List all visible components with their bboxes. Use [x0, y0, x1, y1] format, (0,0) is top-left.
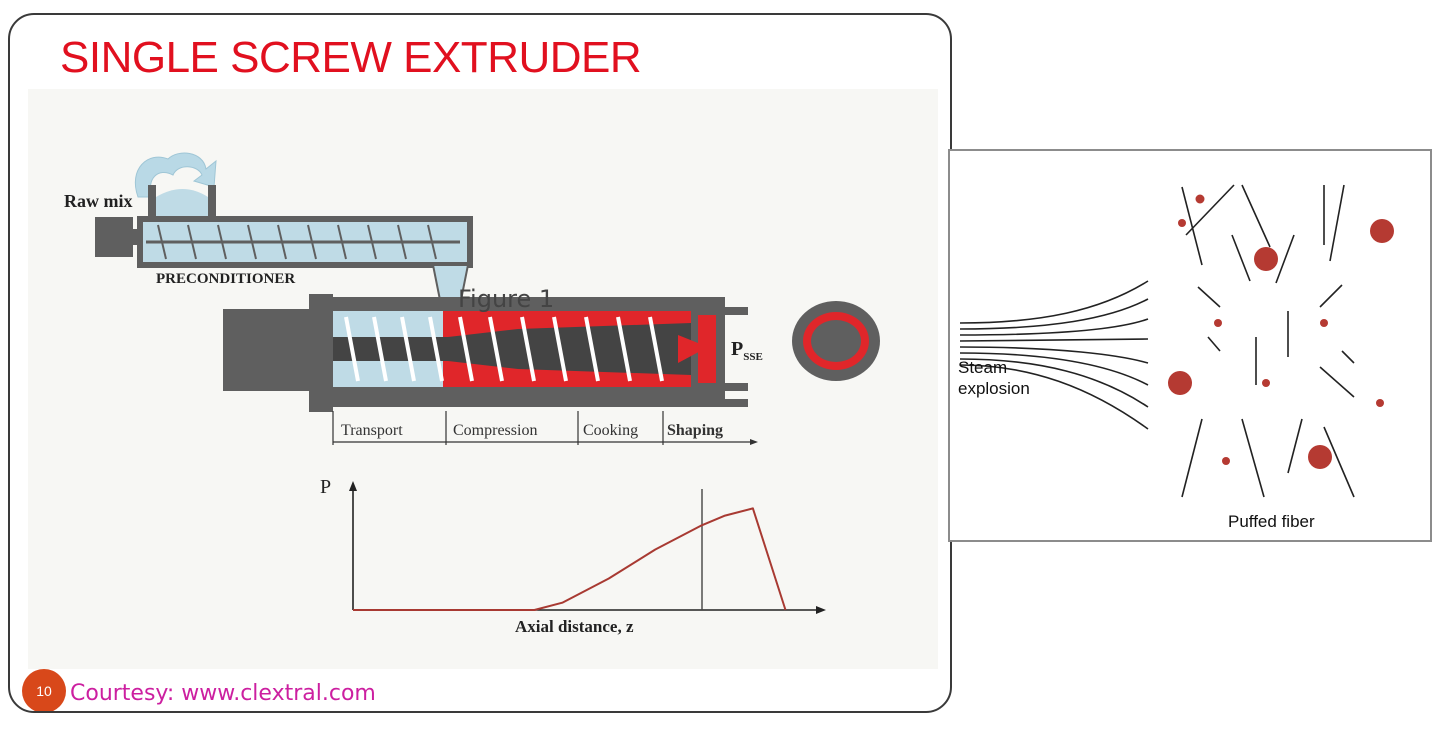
courtesy-text: Courtesy: www.clextral.com [70, 681, 376, 706]
preconditioner-motor [95, 217, 133, 257]
screw-shaft [333, 323, 691, 375]
puffed-fiber-label: Puffed fiber [1228, 512, 1315, 531]
zone-compression: Compression [453, 422, 537, 439]
extruder-figure-scan: Raw mix PRECONDITIONER [28, 89, 938, 669]
feed-hopper-left [148, 185, 156, 223]
zone-transport: Transport [341, 422, 403, 439]
chart-x-label: Axial distance, z [515, 617, 634, 636]
extruder-barrel: PSSE [223, 294, 880, 412]
zone-shaping: Shaping [667, 422, 723, 439]
pressure-line [353, 507, 787, 611]
figure-label: Figure 1 [458, 285, 555, 313]
zone-cooking: Cooking [583, 422, 638, 439]
raw-mix-label: Raw mix [64, 191, 133, 211]
preconditioner-label: PRECONDITIONER [156, 271, 295, 287]
chart-y-label: P [320, 476, 331, 498]
slide-number-badge: 10 [22, 669, 66, 711]
zone-scale: Transport Compression Cooking Shaping [332, 411, 758, 445]
preconditioner: Raw mix PRECONDITIONER [64, 152, 473, 316]
pressure-sse-label: PSSE [731, 338, 763, 363]
base-rail [328, 399, 748, 407]
steam-explosion-panel: Steam explosion Puffed fiber [948, 149, 1432, 542]
pressure-chart: P Axial distance, z [320, 476, 826, 636]
particles [1168, 194, 1394, 469]
steam-explosion-diagram [959, 184, 1394, 498]
steam-explosion-label: Steam explosion [958, 358, 1030, 399]
fiber-fragments [1181, 184, 1355, 498]
feed-hopper-right [208, 185, 216, 223]
steam-flow-lines [959, 280, 1149, 430]
pressure-series [353, 507, 787, 611]
slide-title: SINGLE SCREW EXTRUDER [60, 33, 642, 82]
slide: SINGLE SCREW EXTRUDER [8, 13, 952, 713]
main-motor [223, 309, 309, 391]
extruder-diagram: Raw mix PRECONDITIONER [64, 152, 880, 636]
die-channel [678, 335, 708, 363]
